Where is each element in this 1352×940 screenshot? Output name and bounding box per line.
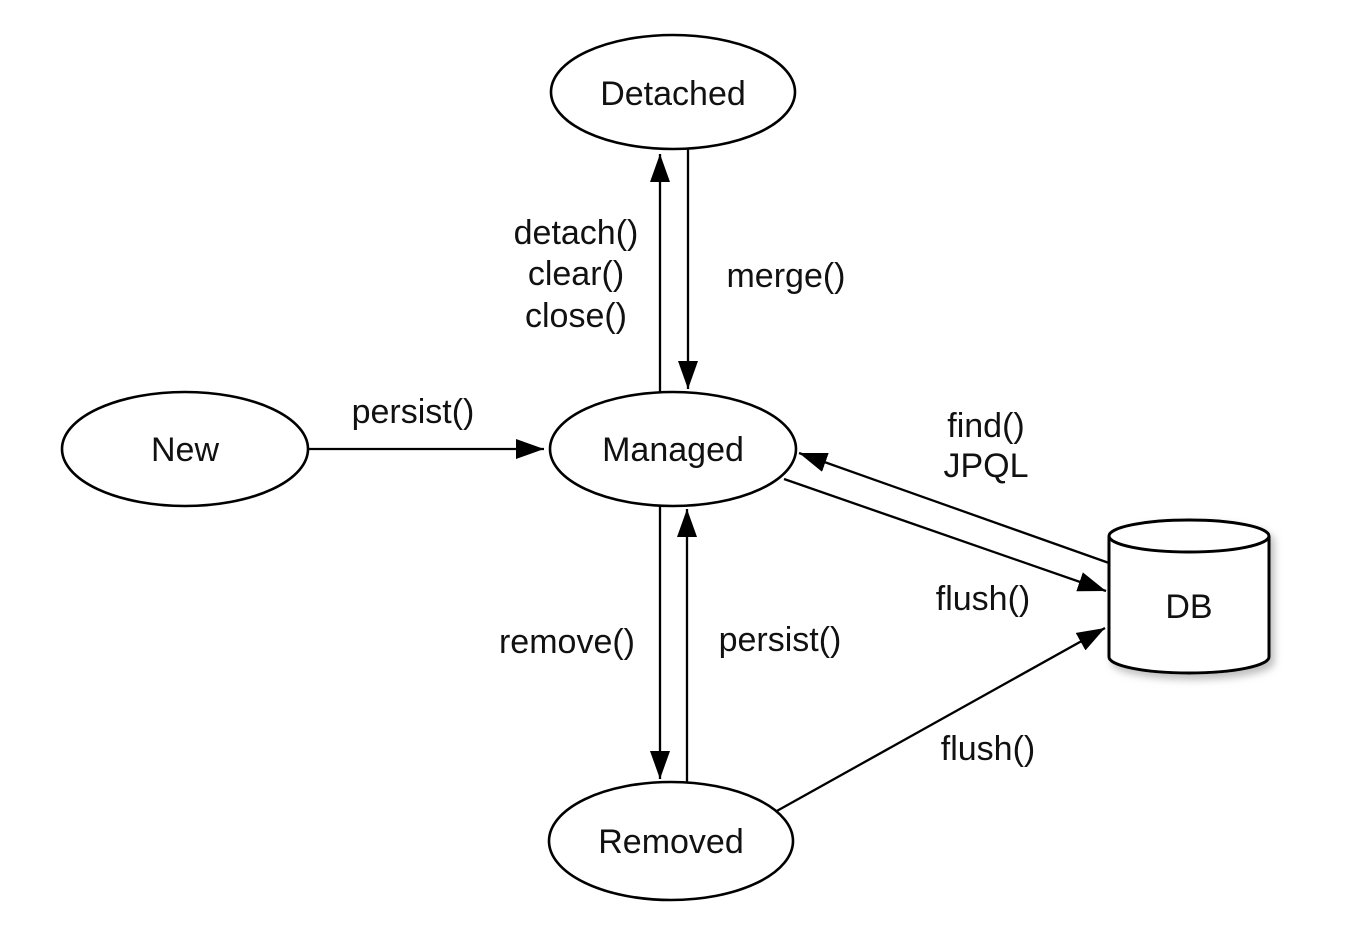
detached-label: Detached — [600, 75, 746, 113]
nodes-group — [60, 33, 1271, 902]
clear-label: clear() — [528, 255, 624, 293]
new-label: New — [151, 431, 219, 469]
flush-managed-label: flush() — [936, 580, 1030, 618]
merge-label: merge() — [726, 257, 845, 295]
flush-removed-label: flush() — [941, 730, 1035, 768]
arrow-managed-to-db — [783, 477, 1107, 593]
persist-new-label: persist() — [352, 393, 475, 431]
jpql-label: JPQL — [943, 447, 1028, 485]
arrow-removed-to-db — [774, 626, 1106, 814]
node-labels-group: Detached New Managed Removed DB — [151, 75, 1213, 861]
managed-label: Managed — [602, 431, 744, 469]
db-label: DB — [1165, 588, 1212, 626]
arrow-db-to-managed — [798, 451, 1110, 565]
db-cylinder-body — [1107, 536, 1271, 675]
detach-label: detach() — [514, 214, 639, 252]
db-cylinder-icon — [1107, 518, 1271, 675]
removed-label: Removed — [598, 823, 744, 861]
db-cylinder-top — [1107, 518, 1271, 554]
new-state-node — [60, 390, 310, 508]
close-label: close() — [525, 297, 627, 335]
remove-label: remove() — [499, 623, 635, 661]
detached-state-node — [549, 33, 797, 151]
edges-group — [309, 146, 1110, 814]
edge-labels-group: persist() detach() clear() close() merge… — [352, 214, 1036, 768]
persist-removed-label: persist() — [719, 621, 842, 659]
managed-state-node — [548, 390, 798, 508]
find-label: find() — [947, 407, 1024, 445]
removed-state-node — [547, 780, 795, 902]
